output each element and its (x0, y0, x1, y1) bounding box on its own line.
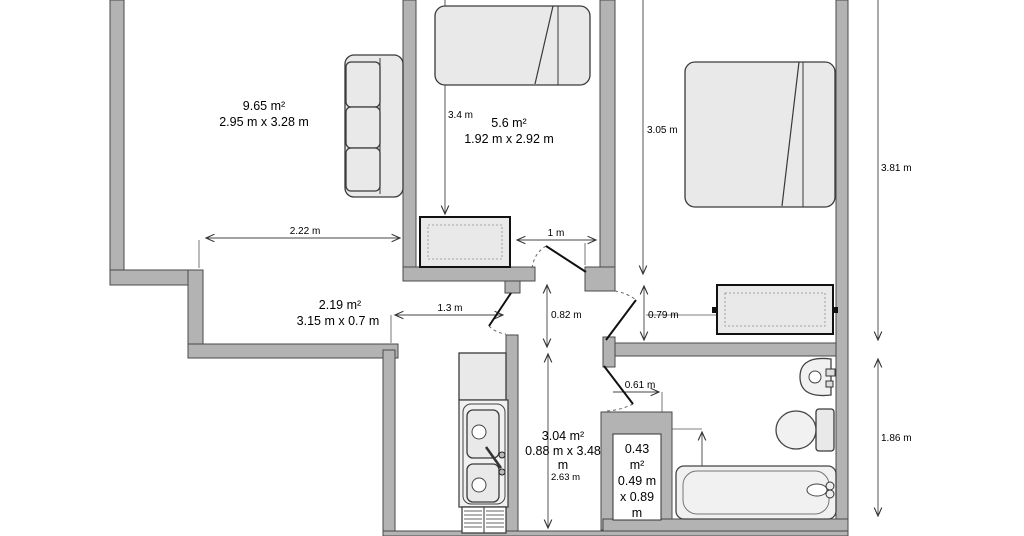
radiator-body (419, 216, 511, 268)
room-labels: 9.65 m² 2.95 m x 3.28 m 5.6 m² 1.92 m x … (219, 99, 656, 520)
door-leaf-bedroom (545, 245, 587, 273)
bedroom-area-label: 5.6 m² (491, 116, 526, 130)
sofa-cushion (345, 147, 381, 192)
stove-grill (461, 506, 507, 534)
dim-label-2-63: 2.63 m (551, 472, 580, 483)
wall-kitchen-left (382, 349, 396, 536)
radiator-inner (427, 224, 503, 260)
bathtub-faucet (825, 481, 835, 491)
single-bed-frame (434, 5, 591, 86)
closet-label-line: 0.43 (625, 442, 649, 456)
bathtub (675, 465, 837, 520)
kitchen-size-label: 0.88 m x 3.48 (525, 444, 601, 458)
faucet-knob (498, 468, 506, 476)
wall-mid-left (402, 0, 417, 282)
sofa-cushion (345, 61, 381, 108)
wall-right-outer (835, 0, 849, 532)
dim-label-0-82: 0.82 m (551, 310, 582, 321)
single-bed-blanket-line (534, 5, 554, 85)
toilet-bowl (775, 410, 817, 450)
doors (488, 245, 637, 412)
sink-drain (808, 370, 822, 384)
hallway-area-label: 2.19 m² (319, 298, 361, 312)
radiator-bedroom (419, 216, 511, 268)
radiator-inner (724, 292, 826, 327)
wall-left-outer (109, 0, 125, 285)
wall-bath-bottom (602, 518, 849, 532)
radiator-body (716, 284, 834, 335)
double-bed-frame (684, 61, 836, 208)
door-arc (488, 325, 507, 335)
sink-faucet (825, 368, 836, 377)
dim-label-0-61: 0.61 m (625, 380, 656, 391)
door-leaf-hall (488, 292, 512, 327)
wall-jamb (504, 280, 521, 294)
radiator-pipe (712, 307, 717, 313)
kitchen-unit (458, 352, 509, 534)
sofa-cushion (345, 106, 381, 149)
sofa (344, 54, 404, 198)
bathtub-drain (806, 483, 828, 497)
kitchen-area-label: 3.04 m² (542, 429, 584, 443)
wall-bath-door-jamb (602, 336, 616, 368)
living-room-size-label: 2.95 m x 3.28 m (219, 115, 309, 129)
wall-hall-bottom (187, 343, 399, 359)
toilet (775, 408, 835, 452)
closet-interior (612, 433, 662, 521)
wall-bath-top (614, 342, 837, 357)
door-leaf-corridor (605, 299, 637, 341)
door-arc (603, 403, 634, 412)
double-bed (684, 61, 836, 208)
double-bed-blanket-line (781, 61, 800, 207)
living-room-area-label: 9.65 m² (243, 99, 285, 113)
bedroom-size-label: 1.92 m x 2.92 m (464, 132, 554, 146)
dim-label-2-22: 2.22 m (290, 226, 321, 237)
radiator-corridor (712, 284, 838, 335)
sink-drain (471, 424, 487, 440)
dim-label-0-79: 0.79 m (648, 310, 679, 321)
dimension-labels: 2.22 m 1 m 3.4 m 3.05 m 3.81 m 0.79 m 1.… (290, 110, 912, 483)
door-arc (531, 245, 547, 271)
closet-label-line: 0.49 m (618, 474, 656, 488)
bathroom-sink (799, 357, 836, 397)
sink-faucet (825, 380, 834, 388)
door-arc (614, 290, 637, 301)
wall-center-foot (584, 266, 616, 292)
closet-label-line: m² (630, 458, 645, 472)
faucet-knob (498, 451, 506, 459)
kitchen-counter (458, 352, 507, 401)
closet-label-line: m (632, 506, 642, 520)
dim-label-3-4: 3.4 m (448, 110, 473, 121)
dim-label-1-86: 1.86 m (881, 433, 912, 444)
bathtub-faucet (825, 489, 835, 499)
door-leaf-bathroom (603, 365, 634, 405)
wall-bottom-strip (382, 530, 849, 536)
kitchen-size-label2: m (558, 458, 568, 472)
wall-bedroom-bottom (402, 266, 536, 282)
dim-label-1-3: 1.3 m (437, 303, 462, 314)
radiator-pipe (833, 307, 838, 313)
dim-label-3-05: 3.05 m (647, 125, 678, 136)
dim-label-1m: 1 m (548, 228, 565, 239)
hallway-size-label: 3.15 m x 0.7 m (297, 314, 380, 328)
closet-label-line: x 0.89 (620, 490, 654, 504)
sink-drain (471, 477, 487, 493)
bathtub-outer (675, 465, 837, 520)
single-bed (434, 5, 591, 86)
dim-label-3-81: 3.81 m (881, 163, 912, 174)
faucet-lever (484, 446, 503, 469)
toilet-tank (815, 408, 835, 452)
walls (109, 0, 849, 536)
wall-center-top (599, 0, 616, 269)
